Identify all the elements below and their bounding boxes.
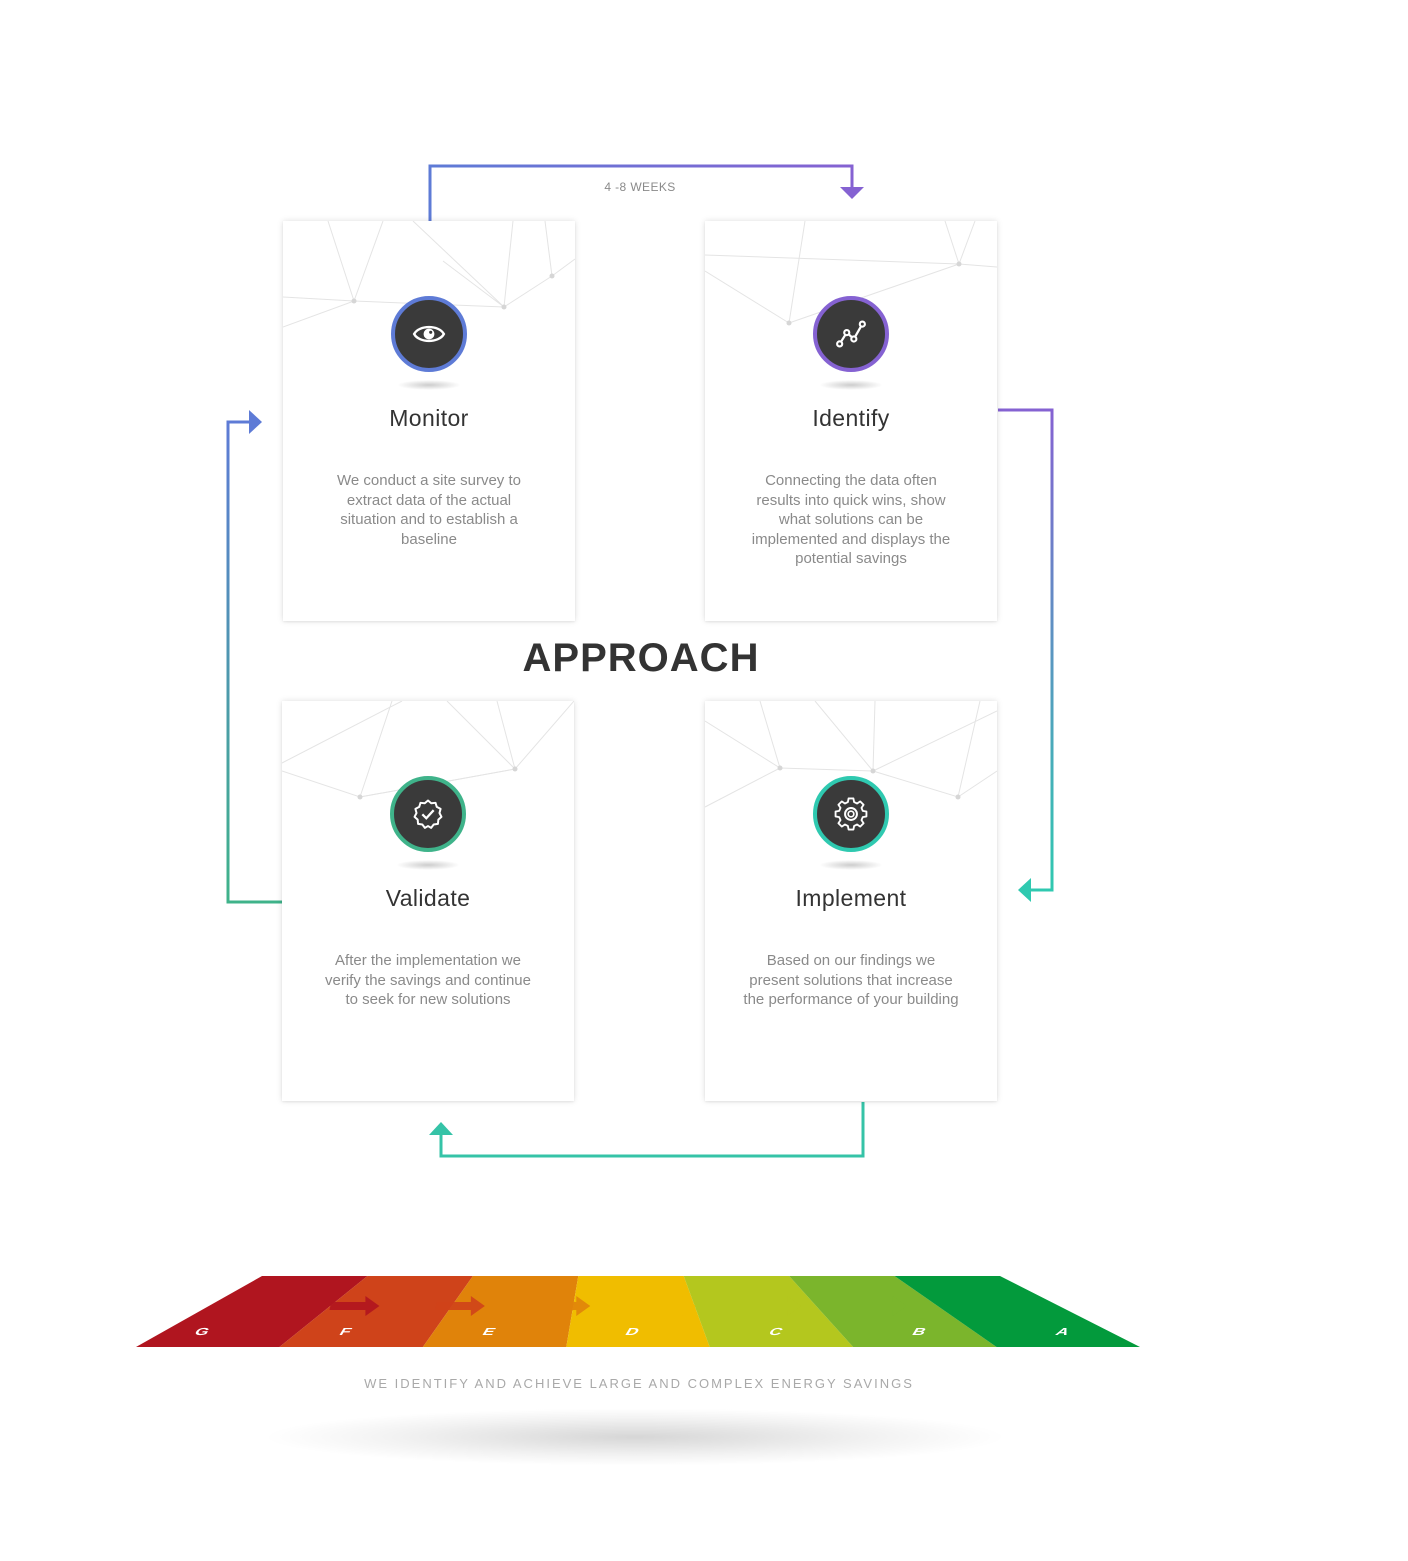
line-chart-icon xyxy=(836,320,866,348)
icon-shadow xyxy=(397,380,461,390)
arrow-validate-to-monitor xyxy=(226,410,282,904)
step-title-monitor: Monitor xyxy=(389,405,469,431)
step-card-identify: Identify Connecting the data often resul… xyxy=(705,221,997,621)
cycle-duration-label: 4 -8 WEEKS xyxy=(604,180,676,194)
energy-arrow-icon xyxy=(540,1296,591,1316)
step-title-validate: Validate xyxy=(385,885,471,911)
step-card-implement: Implement Based on our findings we prese… xyxy=(705,701,997,1101)
energy-letter-f: F xyxy=(337,1327,354,1338)
energy-letter-d: D xyxy=(623,1327,642,1338)
badge-check-icon xyxy=(413,799,443,829)
energy-arrow-icon xyxy=(856,1296,907,1316)
energy-letter-c: C xyxy=(766,1327,785,1338)
arrow-identify-to-implement xyxy=(998,408,1054,902)
icon-shadow xyxy=(819,380,883,390)
diagram-title: APPROACH xyxy=(522,636,760,680)
step-description-validate: After the implementation we verify the s… xyxy=(325,952,531,1008)
step-description-identify: Connecting the data often results into q… xyxy=(751,472,951,567)
monitor-icon-badge xyxy=(391,296,467,372)
energy-letter-e: E xyxy=(480,1327,498,1338)
icon-shadow xyxy=(819,860,883,870)
energy-arrow-icon xyxy=(751,1296,802,1316)
step-title-identify: Identify xyxy=(812,405,890,431)
floor-shadow xyxy=(260,1408,1010,1466)
identify-icon-badge xyxy=(813,296,889,372)
energy-letter-b: B xyxy=(909,1327,928,1338)
energy-band-c xyxy=(683,1276,854,1347)
footer-tagline: WE IDENTIFY AND ACHIEVE LARGE AND COMPLE… xyxy=(364,1376,914,1391)
validate-icon-badge xyxy=(390,776,466,852)
step-card-monitor: Monitor We conduct a site survey to extr… xyxy=(283,221,575,621)
energy-letter-a: A xyxy=(1053,1327,1072,1338)
energy-arrow-icon xyxy=(645,1296,696,1316)
energy-band-e xyxy=(422,1276,579,1347)
step-title-implement: Implement xyxy=(795,885,907,911)
mesh-decoration xyxy=(283,221,575,328)
energy-band-a xyxy=(894,1276,1140,1347)
energy-letter-g: G xyxy=(192,1327,212,1338)
step-description-monitor: We conduct a site survey to extract data… xyxy=(337,472,521,548)
energy-band-g xyxy=(136,1276,368,1347)
arrow-monitor-to-identify xyxy=(428,164,864,222)
step-card-validate: Validate After the implementation we ver… xyxy=(282,701,574,1101)
mesh-decoration xyxy=(705,701,997,808)
energy-band-f xyxy=(279,1276,473,1347)
energy-arrow-icon xyxy=(434,1296,485,1316)
gear-icon xyxy=(834,797,868,831)
energy-arrow-icon xyxy=(329,1296,380,1316)
eye-icon xyxy=(412,325,446,343)
arrow-implement-to-validate xyxy=(429,1102,865,1158)
mesh-decoration xyxy=(705,221,997,326)
icon-shadow xyxy=(396,860,460,870)
implement-icon-badge xyxy=(813,776,889,852)
step-description-implement: Based on our findings we present solutio… xyxy=(743,952,959,1008)
energy-band-d xyxy=(566,1276,710,1347)
